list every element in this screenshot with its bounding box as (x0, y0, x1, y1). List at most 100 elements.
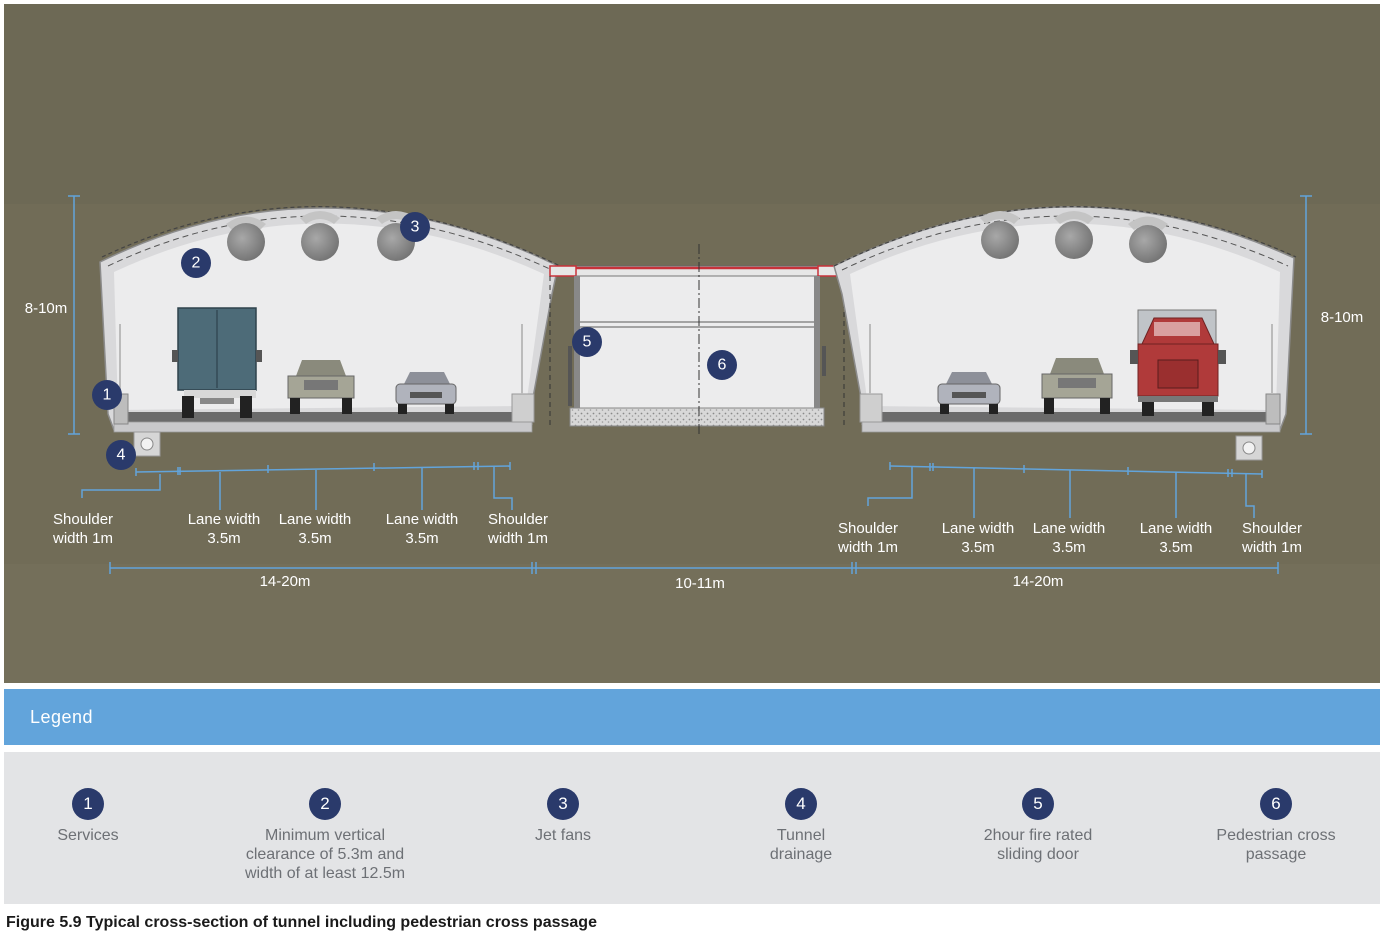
cross-passage-gravel-floor (569, 407, 825, 427)
left-jet-fan-2 (300, 211, 340, 261)
legend-item-jet-fans: 3 Jet fans (458, 788, 668, 845)
right-lane-dimensions (867, 462, 1263, 518)
left-height-dimension: 8-10m (25, 195, 80, 435)
right-height-dimension: 8-10m (1300, 195, 1364, 435)
legend-item-fire-door: 5 2hour fire rated sliding door (933, 788, 1143, 864)
left-lane-2-label: Lane width 3.5m (279, 511, 352, 547)
legend-text-line: Minimum vertical (264, 827, 385, 844)
right-services-box (1265, 393, 1281, 425)
right-shoulder-right-line1: Shoulder (1242, 520, 1302, 537)
fire-door-right-frame (822, 346, 826, 376)
left-lane-1-label: Lane width 3.5m (188, 511, 261, 547)
left-lane-1-line1: Lane width (188, 511, 261, 528)
legend-text-line: drainage (769, 846, 833, 863)
left-shoulder-left-line2: width 1m (52, 530, 113, 547)
right-tunnel-width-label: 14-20m (1013, 573, 1064, 590)
figure-caption: Figure 5.9 Typical cross-section of tunn… (6, 914, 597, 931)
right-lane-2-line2: 3.5m (1052, 539, 1085, 556)
left-shoulder-left-line1: Shoulder (53, 511, 113, 528)
legend-text-line: 2hour fire rated (983, 827, 1093, 844)
left-pickup-truck (287, 360, 355, 414)
right-jet-fan-1 (980, 211, 1020, 259)
right-lane-1-line1: Lane width (942, 520, 1015, 537)
legend-item-cross-passage: 6 Pedestrian cross passage (1171, 788, 1381, 864)
left-shoulder-right-line1: Shoulder (488, 511, 548, 528)
ground-shade (4, 4, 1380, 204)
legend-badge-6: 6 (1260, 788, 1292, 820)
legend-text-line: Pedestrian cross (1216, 827, 1336, 844)
marker-3-number: 3 (411, 219, 420, 236)
marker-4: 4 (106, 440, 136, 470)
legend-badge-4: 4 (785, 788, 817, 820)
right-lane-1-label: Lane width 3.5m (942, 520, 1015, 556)
legend-badge-5: 5 (1022, 788, 1054, 820)
right-drain-pipe (1242, 441, 1256, 455)
cross-passage-left-wall-block (549, 265, 577, 277)
legend-text-line: passage (1245, 846, 1307, 863)
left-lane-3-label: Lane width 3.5m (386, 511, 459, 547)
legend-badge-3: 3 (547, 788, 579, 820)
legend-item-clearance: 2 Minimum vertical clearance of 5.3m and… (220, 788, 430, 883)
left-shoulder-left-label: Shoulder width 1m (52, 511, 113, 547)
right-edge-barrier (859, 393, 883, 423)
left-shoulder-right-label: Shoulder width 1m (487, 511, 548, 547)
legend-text-cross-passage: Pedestrian cross passage (1171, 826, 1381, 864)
right-shoulder-right-label: Shoulder width 1m (1241, 520, 1302, 556)
cross-passage-width-label: 10-11m (675, 575, 725, 592)
marker-1: 1 (92, 380, 122, 410)
left-lane-2-line1: Lane width (279, 511, 352, 528)
right-lane-3-line2: 3.5m (1159, 539, 1192, 556)
legend-header: Legend (4, 689, 1380, 745)
right-lane-2-line1: Lane width (1033, 520, 1106, 537)
right-shoulder-left-label: Shoulder width 1m (837, 520, 898, 556)
left-edge-barrier (511, 393, 535, 423)
left-box-truck (172, 307, 262, 418)
right-pickup-truck (1041, 358, 1113, 414)
marker-5-number: 5 (583, 334, 592, 351)
fire-door-left-frame (568, 346, 572, 406)
legend-text-fire-door: 2hour fire rated sliding door (933, 826, 1143, 864)
marker-6: 6 (707, 350, 737, 380)
marker-2-number: 2 (192, 255, 201, 272)
legend-text-services: Services (0, 826, 193, 845)
left-lane-3-line1: Lane width (386, 511, 459, 528)
right-tunnel-invert (861, 421, 1281, 433)
legend-title: Legend (30, 707, 94, 727)
legend-text-line: Jet fans (534, 827, 592, 844)
left-tunnel-outline (101, 206, 561, 267)
right-lane-1-line2: 3.5m (961, 539, 994, 556)
legend-text-line: sliding door (997, 846, 1079, 863)
marker-4-number: 4 (117, 447, 126, 464)
marker-3: 3 (400, 212, 430, 242)
legend-text-line: Tunnel (776, 827, 826, 844)
legend-text-jet-fans: Jet fans (458, 826, 668, 845)
legend-text-line: Services (57, 827, 119, 844)
legend-text-tunnel-drainage: Tunnel drainage (696, 826, 906, 864)
right-jet-fan-2 (1054, 211, 1094, 259)
left-lane-1-line2: 3.5m (207, 530, 240, 547)
marker-5: 5 (572, 327, 602, 357)
legend-panel: 1 Services 2 Minimum vertical clearance … (4, 752, 1380, 904)
right-jet-fan-3 (1128, 216, 1168, 263)
left-tunnel-invert (113, 421, 533, 433)
legend-text-line: width of at least 12.5m (244, 865, 406, 882)
left-lane-dimensions (81, 462, 513, 510)
right-shoulder-left-line2: width 1m (837, 539, 898, 556)
right-semi-truck (1130, 309, 1226, 416)
left-tunnel-width-label: 14-20m (260, 573, 311, 590)
legend-text-line: clearance of 5.3m and (245, 846, 405, 863)
right-shoulder-right-line2: width 1m (1241, 539, 1302, 556)
left-shoulder-right-line2: width 1m (487, 530, 548, 547)
legend-badge-2: 2 (309, 788, 341, 820)
fire-door-right (814, 276, 820, 410)
legend-text-clearance: Minimum vertical clearance of 5.3m and w… (220, 826, 430, 883)
right-tunnel-road (866, 412, 1276, 422)
right-tunnel (833, 206, 1297, 461)
marker-6-number: 6 (718, 357, 727, 374)
cross-passage-interior (575, 275, 817, 411)
right-shoulder-left-line1: Shoulder (838, 520, 898, 537)
right-height-label: 8-10m (1321, 309, 1364, 326)
right-lane-3-line1: Lane width (1140, 520, 1213, 537)
right-sedan (937, 372, 1001, 414)
ground-lower-shade (4, 564, 1380, 683)
